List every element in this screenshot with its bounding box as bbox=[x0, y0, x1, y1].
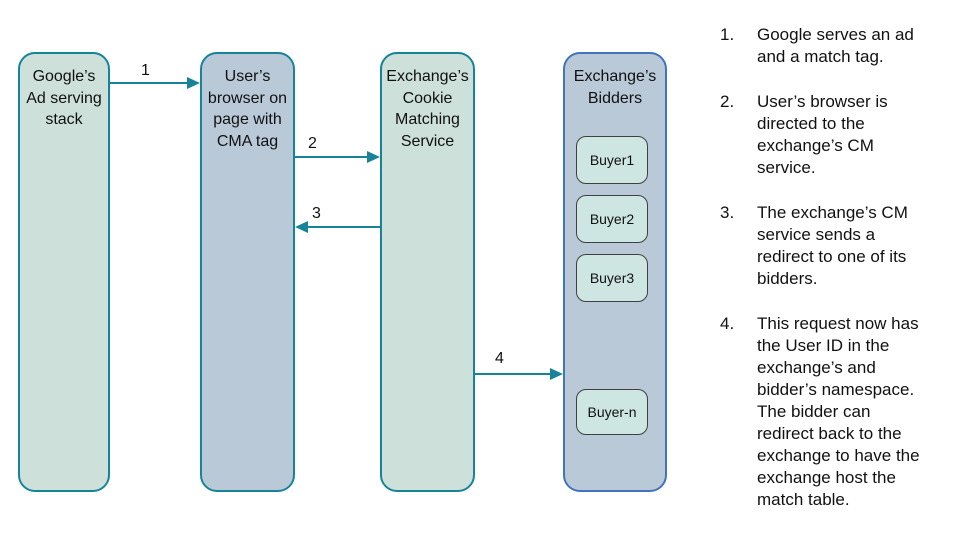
arrow-2-head-icon bbox=[367, 151, 380, 163]
step-item-3: 3. The exchange’s CM service sends a red… bbox=[720, 202, 952, 290]
arrow-2-shaft bbox=[295, 155, 369, 159]
node-exchange-bidders: Exchange’s Bidders Buyer1 Buyer2 Buyer3 … bbox=[563, 52, 667, 492]
step-1-number: 1. bbox=[720, 25, 735, 44]
node-users-browser: User’s browser on page with CMA tag bbox=[200, 52, 295, 492]
node-google-ad-serving-stack: Google’s Ad serving stack bbox=[18, 52, 110, 492]
arrow-1-shaft bbox=[110, 81, 189, 85]
arrow-1-head-icon bbox=[187, 77, 200, 89]
arrow-3-shaft bbox=[306, 225, 380, 229]
step-item-4: 4. This request now has the User ID in t… bbox=[720, 313, 952, 511]
step-2-text: User’s browser is directed to the exchan… bbox=[757, 92, 888, 177]
node-bidders-label: Exchange’s Bidders bbox=[573, 68, 657, 107]
step-3-number: 3. bbox=[720, 203, 735, 222]
arrow-3-head-icon bbox=[295, 221, 308, 233]
buyer-1-label: Buyer1 bbox=[589, 152, 635, 168]
step-3-text: The exchange’s CM service sends a redire… bbox=[757, 203, 908, 288]
step-item-1: 1. Google serves an ad and a match tag. bbox=[720, 24, 952, 68]
arrow-3-label: 3 bbox=[312, 205, 321, 222]
arrow-4-head-icon bbox=[550, 368, 563, 380]
arrow-2-label: 2 bbox=[308, 135, 317, 152]
node-google-label: Google’s Ad serving stack bbox=[26, 68, 102, 128]
buyer-3-label: Buyer3 bbox=[589, 270, 635, 286]
step-2-number: 2. bbox=[720, 92, 735, 111]
buyer-box-1: Buyer1 bbox=[576, 136, 648, 184]
node-cookie-matching-service: Exchange’s Cookie Matching Service bbox=[380, 52, 475, 492]
buyer-box-n: Buyer-n bbox=[576, 389, 648, 435]
buyer-2-label: Buyer2 bbox=[589, 211, 635, 227]
arrow-4-label: 4 bbox=[495, 350, 504, 367]
step-item-2: 2. User’s browser is directed to the exc… bbox=[720, 91, 952, 179]
buyer-n-label: Buyer-n bbox=[587, 404, 637, 420]
steps-list: 1. Google serves an ad and a match tag. … bbox=[720, 24, 952, 511]
arrow-4-shaft bbox=[475, 372, 552, 376]
arrow-1-label: 1 bbox=[141, 62, 150, 79]
node-browser-label: User’s browser on page with CMA tag bbox=[207, 68, 288, 150]
buyer-box-2: Buyer2 bbox=[576, 195, 648, 243]
step-4-number: 4. bbox=[720, 314, 735, 333]
step-1-text: Google serves an ad and a match tag. bbox=[757, 25, 914, 66]
node-cm-service-label: Exchange’s Cookie Matching Service bbox=[386, 68, 469, 150]
step-4-text: This request now has the User ID in the … bbox=[757, 314, 920, 509]
buyer-box-3: Buyer3 bbox=[576, 254, 648, 302]
